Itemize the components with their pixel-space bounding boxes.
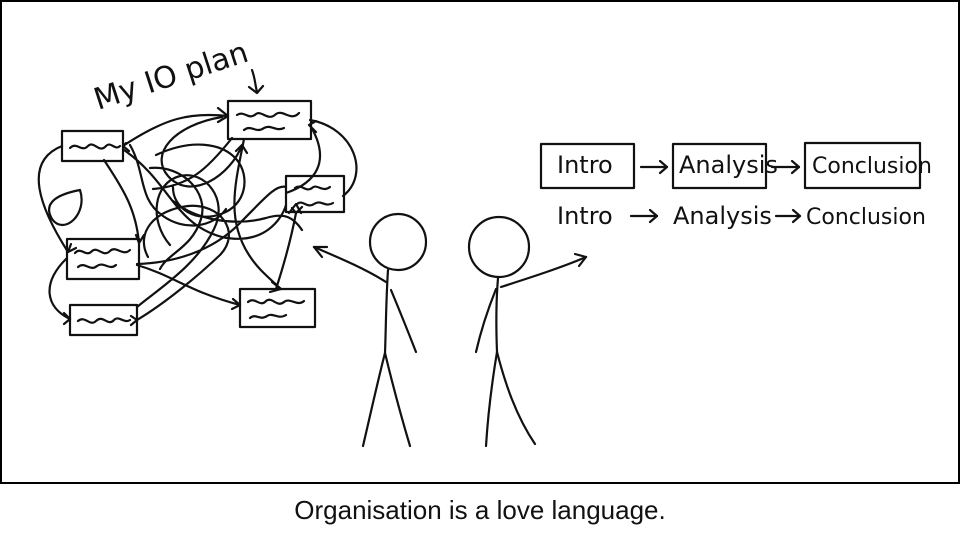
- flow-boxed-conclusion: Conclusion: [812, 154, 932, 179]
- label-arrow-head: [247, 84, 265, 95]
- stick-figure-right: [467, 215, 588, 448]
- flow-boxed: [539, 141, 922, 190]
- tangled-connections: [37, 113, 358, 322]
- stick-figure-left: [312, 212, 428, 448]
- comic-panel: [0, 0, 960, 484]
- messy-note-bottom-left: [68, 303, 139, 337]
- messy-note-top: [226, 99, 313, 141]
- messy-note-bottom-center: [238, 287, 317, 329]
- flow-boxed-analysis: Analysis: [679, 151, 778, 179]
- flow-plain-analysis: Analysis: [673, 202, 772, 230]
- comic-caption: Organisation is a love language.: [294, 495, 666, 525]
- label-arrow: [250, 68, 259, 94]
- messy-note-top-left: [60, 129, 125, 163]
- flow-plain-intro: Intro: [557, 202, 613, 230]
- flow-plain: [629, 208, 802, 224]
- comic-scene: My IO plan: [37, 35, 932, 448]
- flow-plain-conclusion: Conclusion: [806, 205, 926, 230]
- messy-arrowheads: [62, 106, 318, 327]
- flow-boxed-intro: Intro: [557, 151, 613, 179]
- messy-note-middle-left: [65, 237, 141, 281]
